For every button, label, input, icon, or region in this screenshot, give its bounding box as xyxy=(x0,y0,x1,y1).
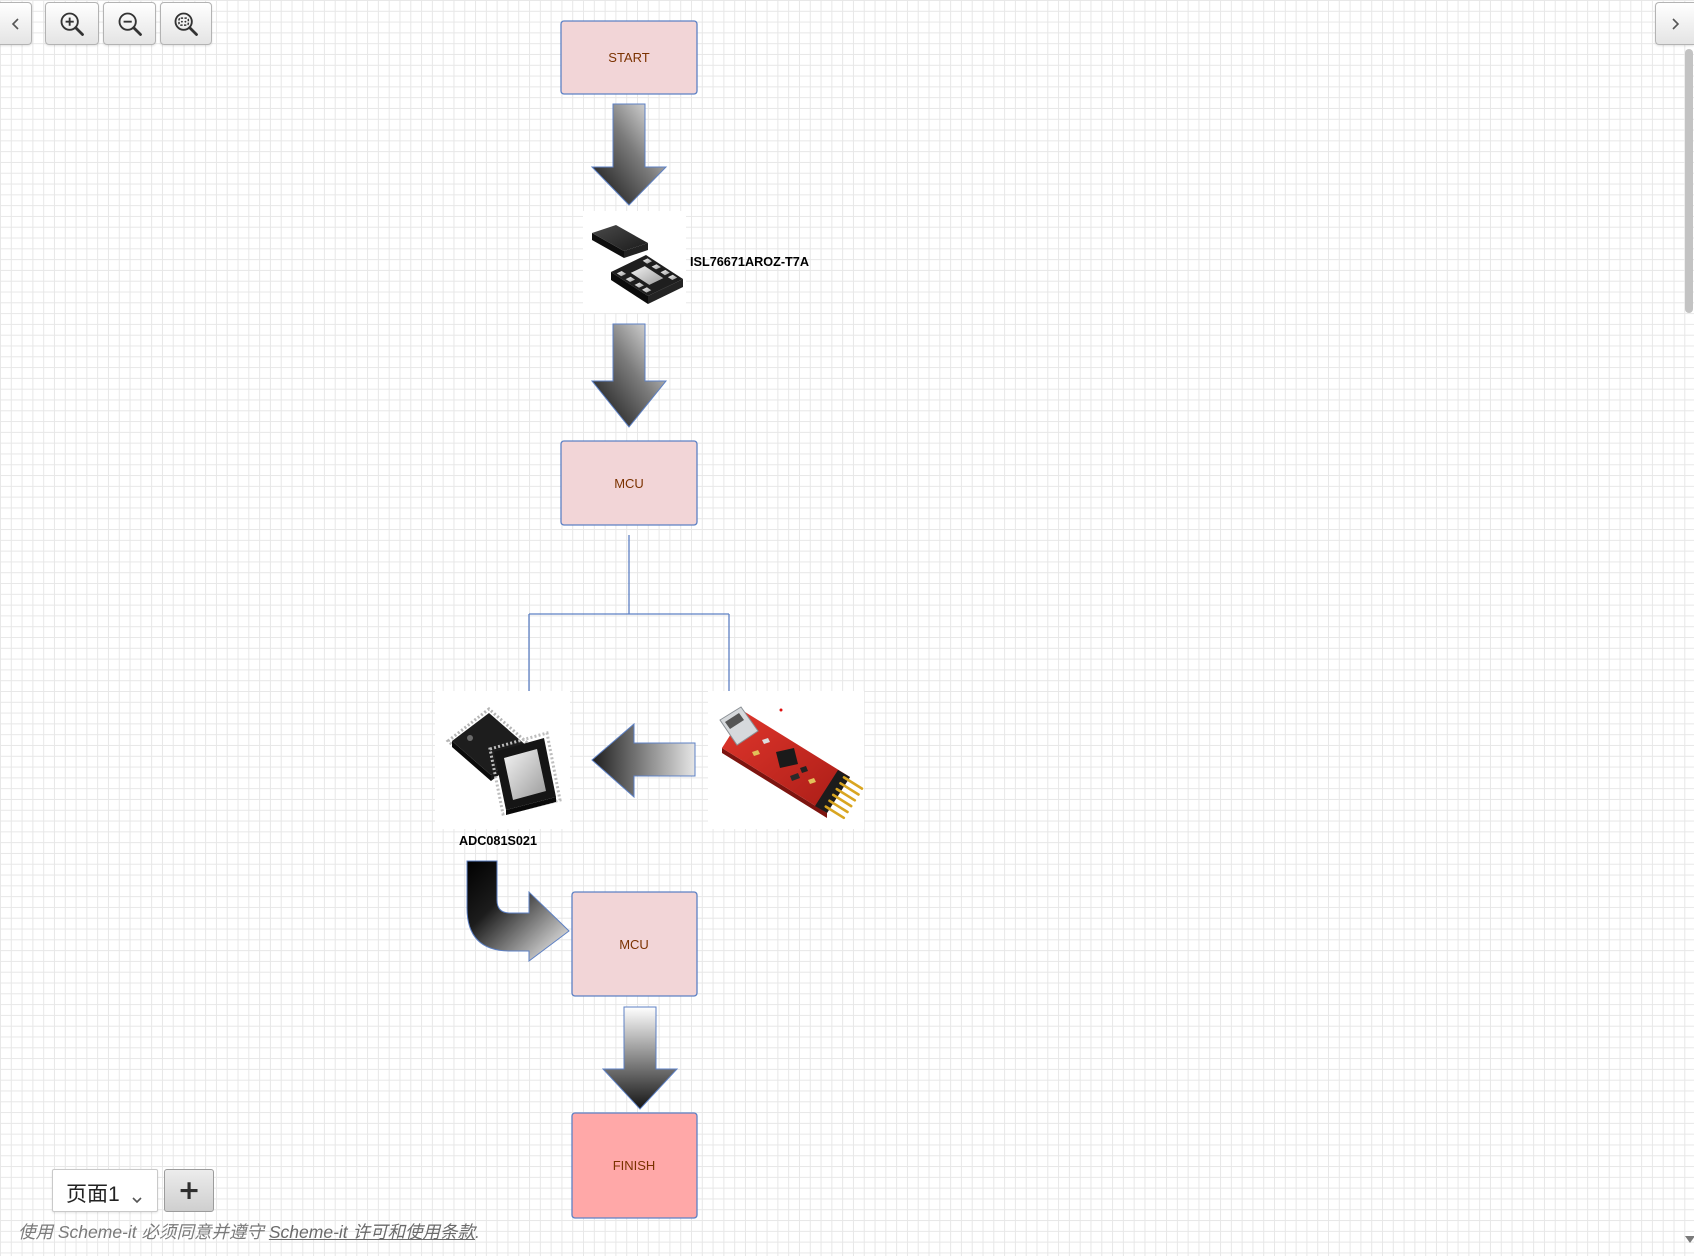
license-footer-text: 使用 Scheme-it 必须同意并遵守 xyxy=(18,1222,269,1242)
flow-arrow-mcu-to-finish[interactable] xyxy=(601,1006,679,1110)
flow-arrow-regulator-to-mcu[interactable] xyxy=(590,323,668,428)
next-button[interactable] xyxy=(1655,2,1694,45)
mcu-block-2[interactable]: MCU xyxy=(571,891,698,997)
isl76671-part-label: ISL76671AROZ-T7A xyxy=(690,254,810,269)
mcu-block-2-shape[interactable] xyxy=(571,891,698,997)
zoom-fit-button[interactable] xyxy=(160,2,212,45)
dev-board-part-image[interactable] xyxy=(708,691,864,829)
mcu-block-1-label: MCU xyxy=(614,476,644,491)
start-block-shape[interactable] xyxy=(560,20,698,95)
flow-arrow-start-to-regulator[interactable] xyxy=(590,103,668,206)
finish-block-label: FINISH xyxy=(613,1158,656,1173)
zoom-in-button[interactable] xyxy=(45,2,99,45)
chevron-left-icon xyxy=(10,16,22,32)
license-footer-period: . xyxy=(475,1222,480,1242)
adc081s021-part-image[interactable] xyxy=(435,691,570,829)
add-page-button[interactable]: + xyxy=(164,1169,214,1212)
current-page-label: 页面1 xyxy=(66,1183,120,1206)
isl76671-part-image[interactable] xyxy=(583,211,686,313)
triangle-down-icon[interactable] xyxy=(1685,1236,1694,1243)
mcu-block-1[interactable]: MCU xyxy=(560,440,698,526)
finish-block[interactable]: FINISH xyxy=(571,1112,698,1219)
start-block-label: START xyxy=(608,50,649,65)
zoom-fit-icon xyxy=(172,10,200,38)
mcu-block-2-label: MCU xyxy=(619,937,649,952)
branch-connector[interactable] xyxy=(528,535,730,691)
start-block[interactable]: START xyxy=(560,20,698,95)
caret-down-icon xyxy=(131,1191,143,1209)
chevron-right-icon xyxy=(1669,16,1681,32)
vertical-scrollbar[interactable] xyxy=(1684,47,1694,1256)
license-footer: 使用 Scheme-it 必须同意并遵守 Scheme-it 许可和使用条款. xyxy=(18,1219,480,1244)
zoom-out-button[interactable] xyxy=(103,2,156,45)
flow-arrow-adc-to-mcu[interactable] xyxy=(466,860,570,962)
license-terms-link[interactable]: Scheme-it 许可和使用条款 xyxy=(268,1222,476,1242)
scrollbar-thumb[interactable] xyxy=(1685,49,1693,313)
flow-arrow-board-to-adc[interactable] xyxy=(591,722,696,799)
finish-block-shape[interactable] xyxy=(571,1112,698,1219)
zoom-in-icon xyxy=(58,10,86,38)
add-page-label: + xyxy=(177,1175,201,1206)
mcu-block-1-shape[interactable] xyxy=(560,440,698,526)
previous-button[interactable] xyxy=(0,2,32,45)
page-select-dropdown[interactable]: 页面1 xyxy=(52,1169,158,1212)
zoom-out-icon xyxy=(116,10,144,38)
adc081s021-part-label: ADC081S021 xyxy=(459,833,537,848)
